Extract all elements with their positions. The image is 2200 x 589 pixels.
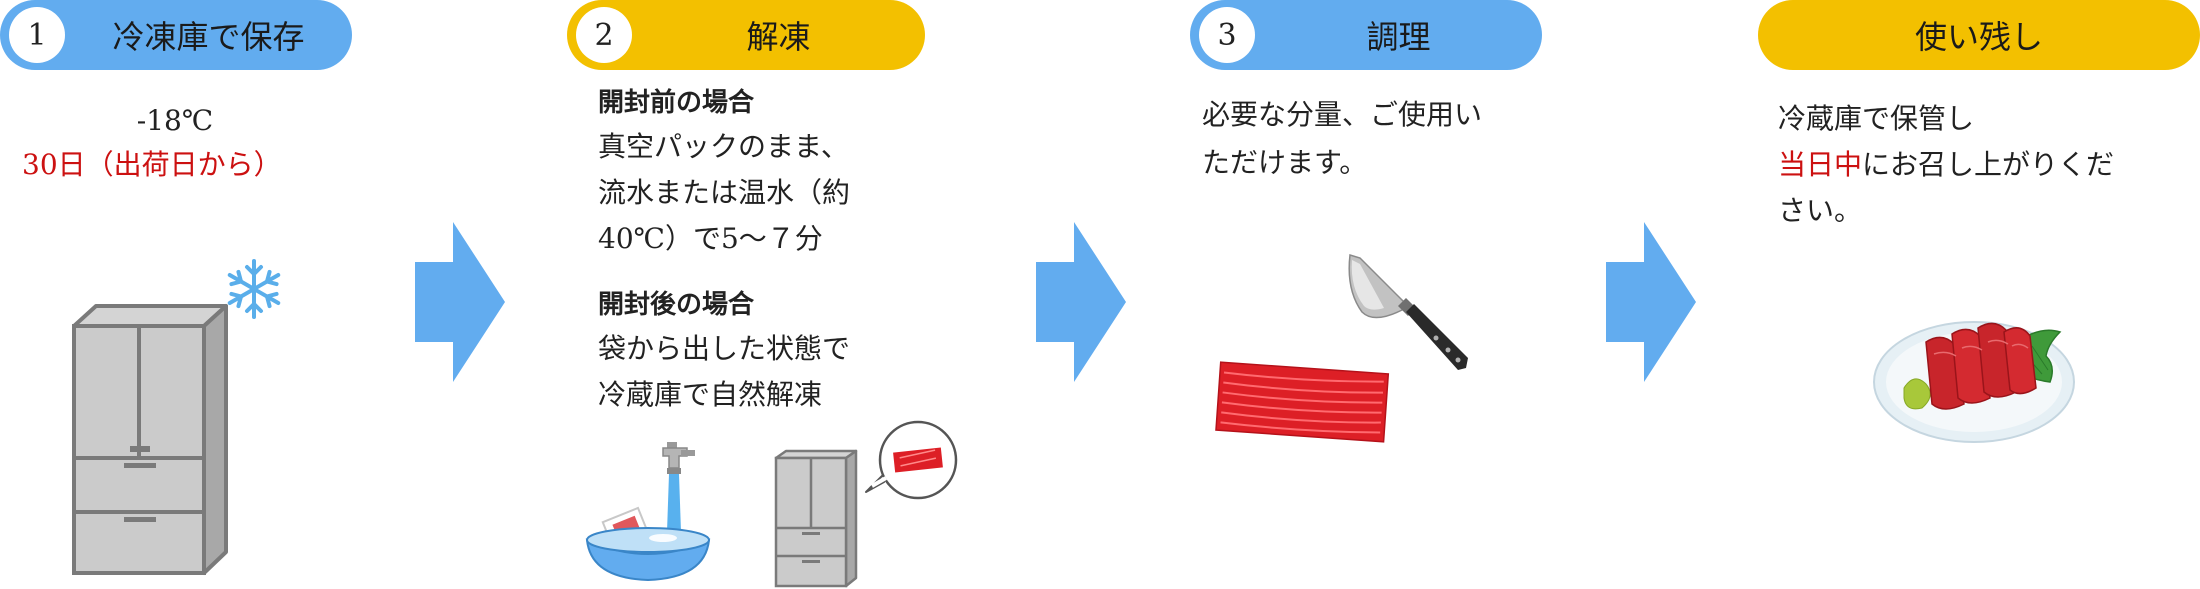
step4-header: 使い残し <box>1758 0 2200 70</box>
step1-temp: -18℃ <box>136 104 214 137</box>
step4-line3: さい。 <box>1778 194 1863 227</box>
step3-header: 3 調理 <box>1190 0 1542 70</box>
step3-title: 調理 <box>1366 18 1431 56</box>
step2-number: 2 <box>576 7 632 63</box>
arrow-right-icon <box>1036 222 1126 382</box>
knife-icon <box>1348 254 1468 370</box>
step3-line: ただけます。 <box>1202 146 1368 179</box>
step4-title: 使い残し <box>1914 18 2043 56</box>
step4-line2-rest: にお召し上がりくだ <box>1862 148 2115 181</box>
step2-after-line: 袋から出した状態で <box>598 332 851 365</box>
step1-title: 冷凍庫で保存 <box>112 18 305 56</box>
step1-header: 1 冷凍庫で保存 <box>0 0 352 70</box>
sashimi-plate-illustration <box>1873 321 2075 443</box>
step1-duration: 30日（出荷日から） <box>22 148 282 181</box>
step4-emphasis: 当日中 <box>1778 148 1863 181</box>
step2-title: 解凍 <box>746 18 811 56</box>
step2-header: 2 解凍 <box>567 0 925 70</box>
step1-number: 1 <box>9 7 65 63</box>
fridge-illustration <box>774 449 858 588</box>
step2-after-heading: 開封後の場合 <box>598 290 755 320</box>
freezer-illustration <box>72 304 228 575</box>
tuna-block-illustration <box>1215 361 1390 443</box>
arrow-right-icon <box>415 222 505 382</box>
step2-before-heading: 開封前の場合 <box>598 88 755 118</box>
step3-line: 必要な分量、ご使用い <box>1202 98 1483 131</box>
step2-before-line: 40℃）で5〜７分 <box>598 222 823 255</box>
snowflake-icon <box>227 259 281 319</box>
step3-number: 3 <box>1199 7 1255 63</box>
faucet-bowl-illustration <box>585 442 711 582</box>
speech-bubble-fish-icon <box>865 420 958 500</box>
step4-line1: 冷蔵庫で保管し <box>1778 102 1975 135</box>
step4-line2: 当日中にお召し上がりくだ <box>1778 142 2114 187</box>
step2-before-line: 真空パックのまま、 <box>598 130 849 163</box>
arrow-right-icon <box>1606 222 1696 382</box>
step2-before-line: 流水または温水（約 <box>598 176 851 209</box>
step2-after-line: 冷蔵庫で自然解凍 <box>598 378 823 411</box>
